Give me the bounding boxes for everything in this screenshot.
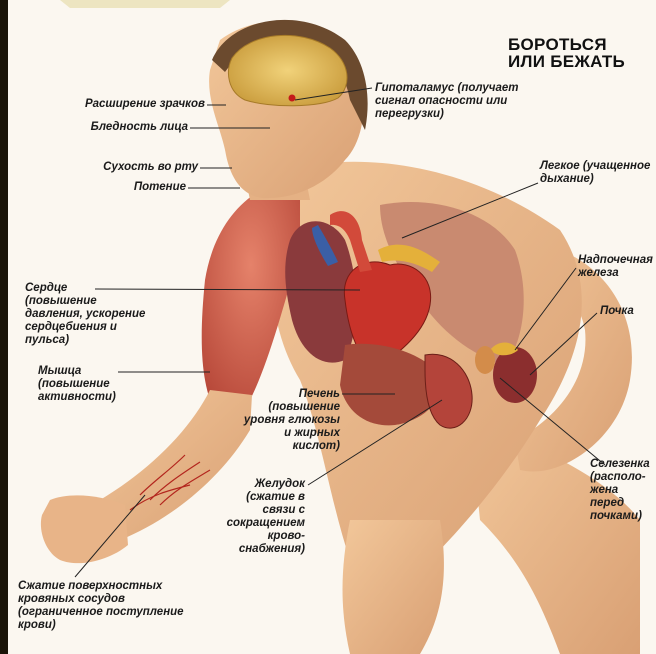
label-dry-mouth: Сухость во рту: [30, 161, 198, 174]
spleen: [475, 346, 495, 374]
label-pale-face: Бледность лица: [30, 121, 188, 134]
label-hypothalamus: Гипоталамус (получает сигнал опасности и…: [375, 82, 519, 121]
label-adrenal: Надпочечная железа: [578, 254, 653, 280]
label-sweat: Потение: [30, 181, 186, 194]
page-title: БОРОТЬСЯ ИЛИ БЕЖАТЬ: [508, 36, 625, 70]
label-muscle: Мышца (повышение активности): [38, 365, 116, 404]
hypothalamus-dot: [289, 95, 296, 102]
label-vessels: Сжатие поверхностных кровяных сосудов (о…: [18, 580, 184, 632]
label-lung: Легкое (учащенное дыхание): [540, 160, 650, 186]
label-spleen: Селезенка (располо- жена перед почками): [590, 458, 650, 523]
label-pupils: Расширение зрачков: [30, 98, 205, 111]
label-stomach: Желудок (сжатие в связи с сокращением кр…: [175, 478, 305, 556]
label-liver: Печень (повышение уровня глюкозы и жирны…: [230, 388, 340, 453]
label-kidney: Почка: [600, 305, 634, 318]
label-heart: Сердце (повышение давления, ускорение се…: [25, 282, 145, 347]
top-hair-strip: [60, 0, 230, 8]
